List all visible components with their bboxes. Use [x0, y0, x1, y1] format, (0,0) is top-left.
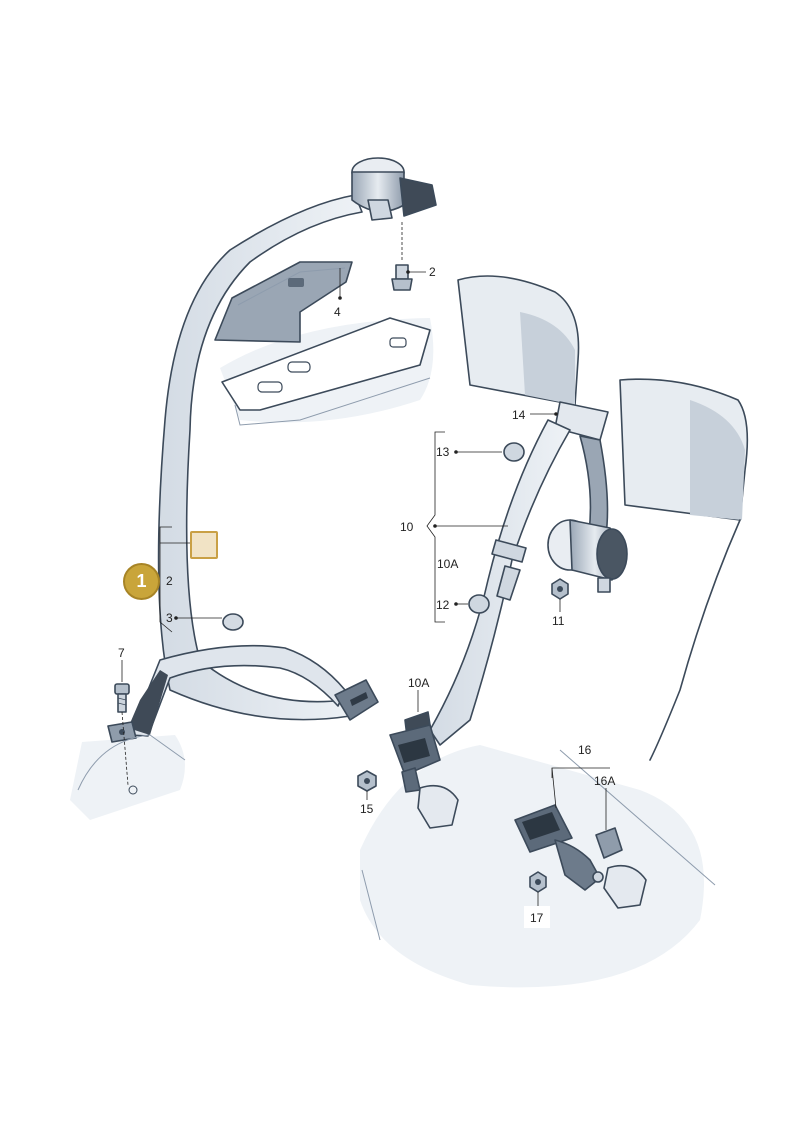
rear-seat-belt-webbing	[389, 401, 628, 793]
upper-belt-retractor	[351, 157, 437, 221]
callout-10A-center: 10A	[408, 676, 429, 690]
callout-3: 3	[166, 611, 173, 625]
callout-14: 14	[512, 408, 526, 422]
callout-12: 12	[436, 598, 450, 612]
leader-lines	[121, 222, 610, 906]
cover-cap-13	[503, 442, 525, 462]
nut-17	[529, 871, 547, 893]
callout-labels: 2 4 14 13 10 10A 12 11 2 3 7 10A 15 16 1…	[118, 265, 615, 928]
callout-16: 16	[578, 743, 592, 757]
callout-15: 15	[360, 802, 374, 816]
highlight-marker-box[interactable]	[190, 531, 218, 559]
rear-belt-retractor	[547, 519, 628, 593]
nut-11	[551, 578, 569, 600]
callout-13: 13	[436, 445, 450, 459]
highlight-badge[interactable]: 1	[123, 563, 160, 600]
callout-10A-right: 10A	[437, 557, 458, 571]
callout-17-box	[524, 906, 550, 928]
floor-recess-left	[417, 784, 459, 829]
callout-11: 11	[552, 614, 565, 628]
lower-left-anchor	[77, 721, 186, 795]
bolt-2-upper	[391, 264, 413, 291]
callout-16A: 16A	[594, 774, 615, 788]
callout-2-lower: 2	[166, 574, 173, 588]
rear-seat-backrests	[457, 275, 749, 761]
cover-cap-3	[222, 613, 244, 631]
callout-17: 17	[530, 911, 544, 925]
cover-cap-12	[468, 594, 490, 614]
floor-recess-right	[603, 864, 647, 909]
front-seat-belt-webbing	[128, 157, 437, 737]
callout-10: 10	[400, 520, 414, 534]
upper-anchor-bracket	[214, 261, 353, 343]
callout-2-upper: 2	[429, 265, 436, 279]
nut-15	[357, 770, 377, 792]
callout-4: 4	[334, 305, 341, 319]
callout-7: 7	[118, 646, 125, 660]
buckle-assembly-16	[514, 804, 623, 891]
b-pillar-mount-plate	[221, 317, 431, 426]
bolt-7	[114, 683, 130, 713]
